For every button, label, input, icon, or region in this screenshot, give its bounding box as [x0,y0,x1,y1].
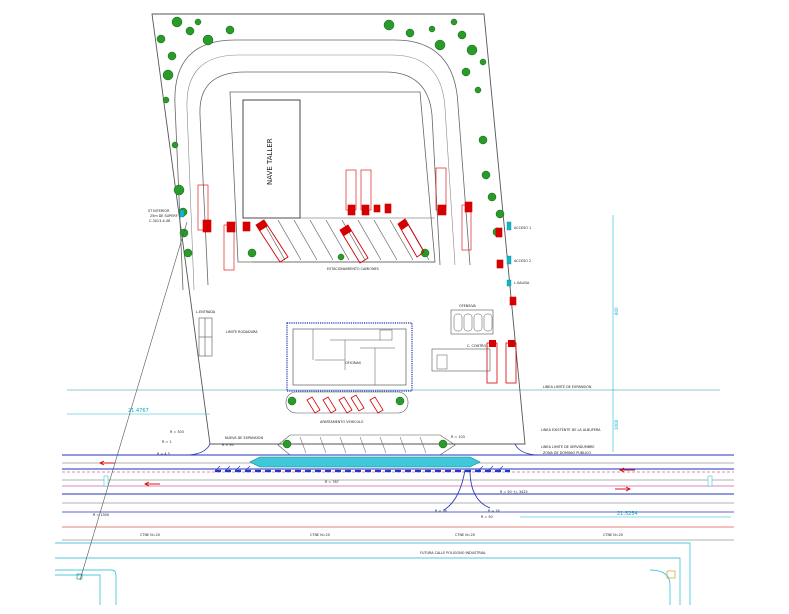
office-rooms [312,329,395,385]
limite-rodadura-label: LIMITE RODADURA [226,330,258,334]
left-booths [198,317,213,357]
inner-road-inner [199,71,441,286]
acceso-2-label: ACCESO 2 [514,259,531,263]
inner-road-middle [186,54,456,291]
dim-vert-label-2: 1000 [614,419,619,430]
access-island [277,434,456,456]
tree-group-parking [247,248,430,261]
office-building-inner [292,328,407,386]
office-label: OFICINAS [345,361,361,365]
access-island-trees [282,439,448,449]
st-interior-line3: C-3013-4-48 [149,219,170,223]
truck-parking-hatch [250,217,435,263]
ctne-label-4: CTNE N=20 [603,533,623,537]
acceso-1-label: ACCESO 1 [514,226,531,230]
office-parking-trees [287,396,405,406]
radius-36: R = 36 [435,509,447,513]
albufera-label: LINEA EXISTENTE DE LA ALBUFERA [541,428,601,432]
expansion-limit-label: LINEA LIMITE DE EXPANSION [543,385,592,389]
leader-line-marker [76,573,83,580]
traffic-arrows [98,460,635,492]
access-curves [184,443,541,511]
radius-1: R = 1 [162,440,172,444]
tree-group-top-right [383,18,505,237]
future-street [55,542,691,605]
service-road [62,526,734,541]
diagonal-truck-cabs [256,219,409,236]
control-booth-label: C. CONTROL [467,344,488,348]
road-markers [103,475,713,487]
inner-road-outer [174,39,471,291]
plot-boundary [151,13,526,445]
radius-50: R = 50 [481,515,493,519]
radius-303: R = 303 [170,430,184,434]
dim-right-label: 21.5254 [617,511,638,517]
control-trucks [486,342,517,384]
l-entrada-label: L.ENTRADA [196,310,216,314]
dim-vert-label-1: 600 [614,307,619,315]
radius-sw: R = 50 +/- 3425 [500,490,528,494]
office-building-outer [286,322,413,392]
access-island-hatch [299,436,427,454]
vehicles [197,167,517,306]
dim-left-label: 21.4767 [128,408,149,414]
ctne-label-2: CTNE N=20 [310,533,330,537]
radius-95: R = 95 [222,443,234,447]
apartamento-label: APARTAMENTO VEHICULO [320,420,364,424]
radius-1300: R = 1300 [93,513,109,517]
radius-43: R = 4,5 [157,452,170,456]
dominio-publico-label: ZONA DE DOMINIO PUBLICO [543,451,591,455]
workshop-building [242,99,301,219]
future-street-label: FUTURA CALLE POLIGONO INDUSTRIAL [420,551,486,555]
l-salida-label: L.SALIDA [514,281,530,285]
st-interior-line1: ST INTERIOR [148,209,170,213]
servidumbre-label: LINEA LIMITE DE SERVIDUMBRE [541,445,595,449]
corner-marker [666,570,676,579]
ctne-label-1: CTNE N=20 [140,533,160,537]
truck-parking-label: ESTACIONAMIENTO CAMIONES [327,267,379,271]
tree-group-top-left [156,16,235,258]
control-booth [431,348,491,372]
access-lane [249,456,481,468]
radius-16: R = 16 [488,509,500,513]
ctne-label-3: CTNE N=20 [455,533,475,537]
nueva-expansion-label: NUEVA DE EXPANSION [225,436,263,440]
office-parking-cars [306,394,384,414]
service-block-label: OFENSIVA [459,304,477,308]
utility-markers [179,209,512,287]
st-interior-line2: 25m DE SUPERF [150,214,178,218]
control-booth-detail [436,354,448,370]
service-tanks [453,313,493,332]
control-truck-cabs [489,340,515,347]
service-block [450,309,494,335]
radius-103: R = 103 [451,435,465,439]
leader-line [79,221,188,581]
workshop-label: NAVE TALLER [266,138,274,185]
radius-767: R = 767 [325,480,339,484]
